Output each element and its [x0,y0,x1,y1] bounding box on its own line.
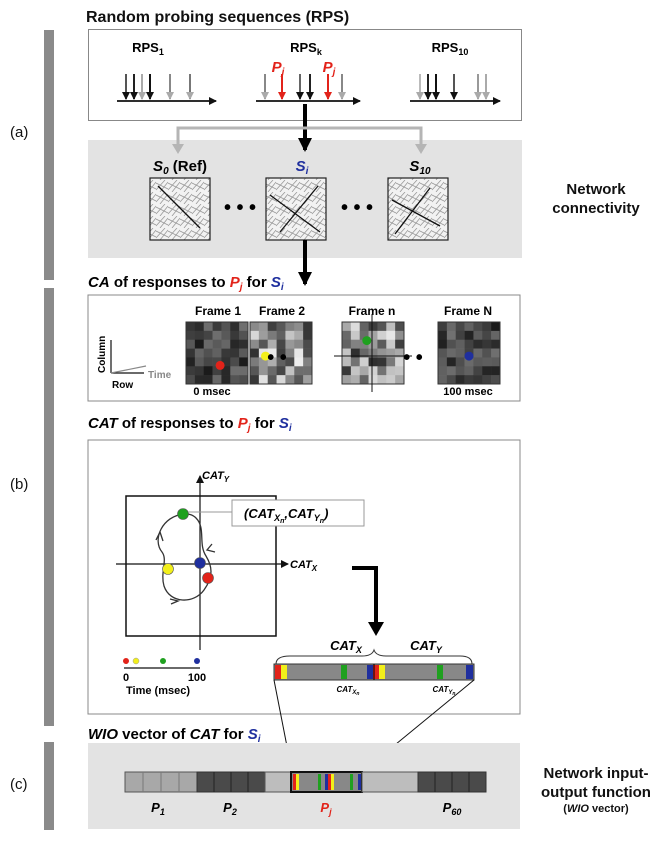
ca-time-end: 100 msec [443,386,493,398]
ca-axis-column: Column [97,336,108,373]
time-tick-100: 100 [188,672,206,684]
cat-vector-bar [273,663,475,681]
ca-frame-4 [437,321,501,385]
vec-brace [275,648,473,665]
vec-label-y: CATY [410,638,443,655]
wio-title: WIO vector of CAT for Si [88,726,261,745]
vec-label-x: CATX [330,638,363,655]
ca-axis-row: Row [112,380,133,391]
wio-seg-p2: P2 [223,800,237,817]
state-label-ref: S0 (Ref) [153,158,207,177]
legend-dot-green [160,658,166,664]
ca-axes [110,340,147,374]
ca-axis-time: Time [148,370,172,381]
cat-point-yellow [162,563,174,575]
section-b-bar [44,288,54,726]
ellipsis-2: • • • [341,197,373,219]
cat-x-label: CATX [290,559,318,573]
branch-arrow-right [415,144,427,154]
state-label-i: Si [296,158,309,177]
callout-text: (CATXn,CATYn) [244,506,328,525]
cat-title: CAT of responses to Pj for Si [88,415,292,434]
ca-frame-dot [261,351,270,361]
cat-y-label: CATY [202,470,230,484]
wio-seg-p60: P60 [443,800,462,817]
ca-frame-dot [464,351,474,361]
ca-panel [87,294,521,402]
state-label-10: S10 [409,158,431,177]
ca-frames [185,314,501,392]
frame-label-2: Frame 2 [259,304,305,318]
ca-ellipsis-2: • • [403,347,423,369]
cat-to-vector-arrow [352,566,378,626]
callout-box [231,499,365,527]
probe-label-2: Pj [323,59,336,78]
section-label-c: (c) [10,776,28,793]
cat-point-green [177,508,189,520]
ca-title: CA of responses to Pj for Si [88,274,284,293]
wio-side-label: Network input- output function (WIO vect… [541,765,651,815]
wio-vector-bar [124,771,487,793]
network-image-ref [149,177,211,241]
rps-branch-connector [176,126,423,150]
time-legend-label: Time (msec) [126,685,190,697]
ca-frame-dot [215,360,225,370]
rps-label-10: RPS10 [432,40,469,57]
rps-1-timeline [117,74,217,105]
legend-dot-blue [194,658,200,664]
vec-xn-label: CATXn [337,685,360,697]
cat-point-blue [194,557,206,569]
ca-ellipsis-1: • • [267,347,287,369]
section-c-bar [44,742,54,830]
rps-label-1: RPS1 [132,40,164,57]
ca-frame-1 [185,321,249,385]
branch-arrow-left [172,144,184,154]
cat-plot-frame [125,495,277,637]
ca-time-start: 0 msec [193,386,230,398]
time-tick-0: 0 [123,672,129,684]
cat-trajectory [157,513,212,601]
ellipsis-1: • • • [224,197,256,219]
rps-k-timeline [256,74,361,105]
ca-frame-2 [249,321,313,385]
section-label-b: (b) [10,476,29,493]
cat-panel [87,439,521,715]
legend-dot-red [123,658,129,664]
frame-label-n: Frame n [349,304,396,318]
rps-title: Random probing sequences (RPS) [86,9,350,26]
rps-10-timeline [410,74,501,105]
ca-frame-3 [334,314,412,392]
cat-point-red [202,572,214,584]
vec-yn-label: CATYn [433,685,456,697]
ca-frame-dot [362,336,372,346]
legend-dot-yellow [132,657,140,665]
section-label-a: (a) [10,124,29,141]
frame-label-1: Frame 1 [195,304,241,318]
connectivity-side-label: Network connectivity [552,181,640,217]
wio-seg-pj: Pj [320,800,332,817]
section-a-bar [44,30,54,280]
wio-seg-p1: P1 [151,800,165,817]
rps-label-k: RPSk [290,40,323,57]
probe-label-1: Pj [272,59,285,78]
frame-label-N: Frame N [444,304,492,318]
